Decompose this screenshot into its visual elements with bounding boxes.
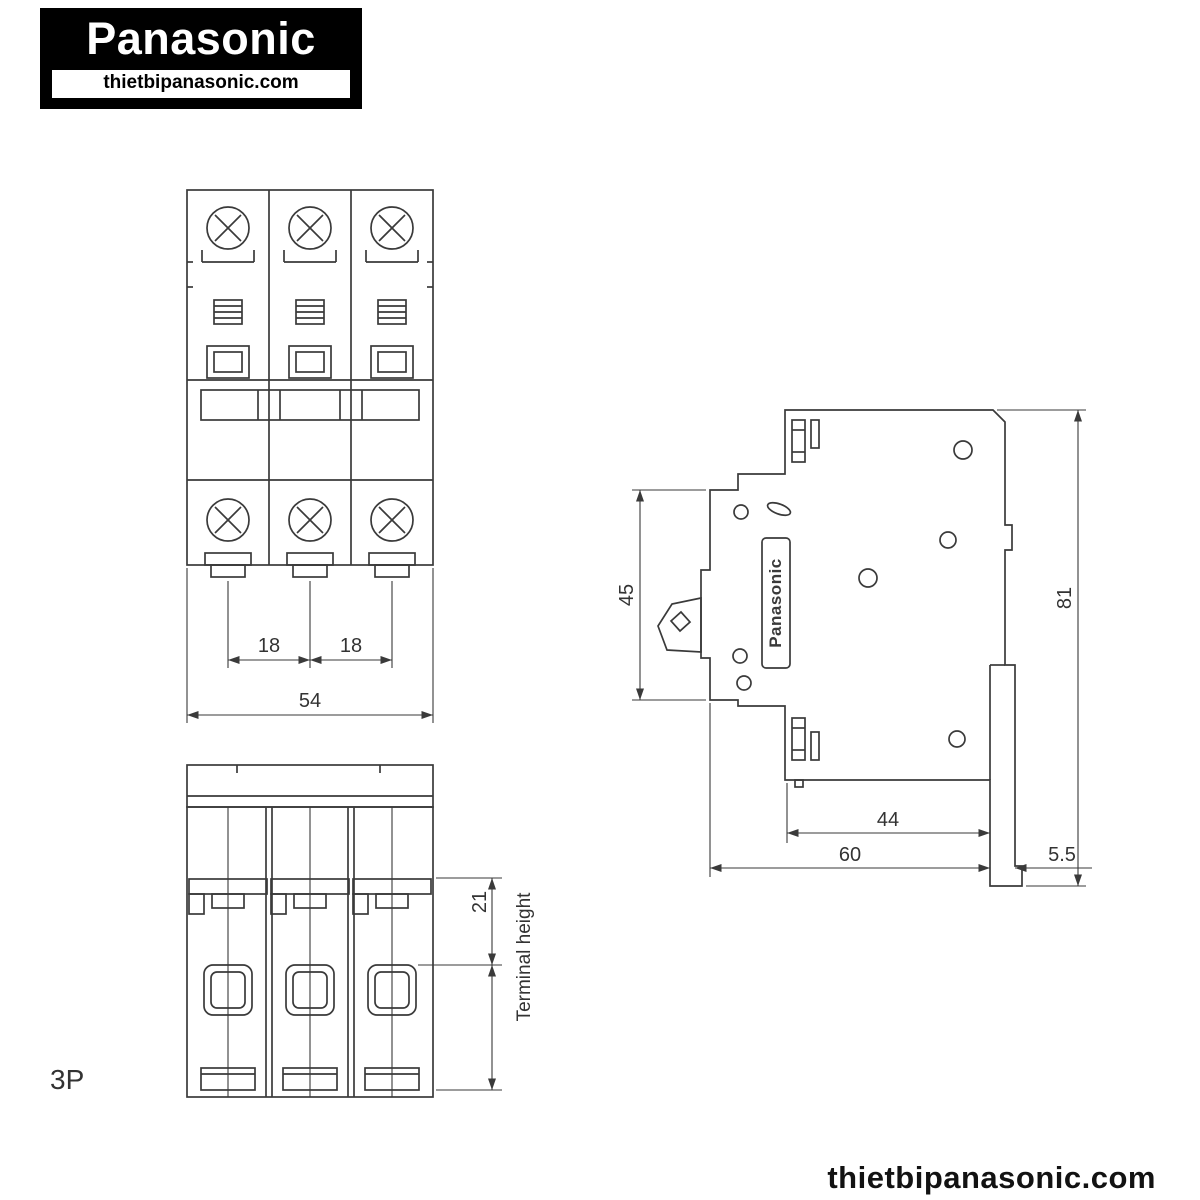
brand-logo-website: thietbipanasonic.com — [52, 70, 350, 98]
variant-label: 3P — [50, 1064, 85, 1095]
bottom-pole-1 — [188, 807, 268, 1097]
footer-website: thietbipanasonic.com — [827, 1160, 1156, 1195]
dim-label-overall-height: 81 — [1054, 587, 1076, 609]
side-brand-text: Panasonic — [766, 558, 785, 648]
bottom-view — [186, 764, 434, 1098]
side-brand-plate — [761, 537, 791, 669]
brand-logo-text: Panasonic — [86, 13, 316, 64]
front-view — [186, 189, 434, 578]
dim-label-overall-width: 54 — [299, 690, 321, 712]
bottom-pole-3 — [352, 807, 432, 1097]
front-pole-2 — [283, 206, 337, 578]
front-pole-3 — [365, 206, 419, 578]
side-outline — [700, 409, 1023, 887]
front-dimensions: 18 18 54 — [186, 568, 434, 723]
dim-label-clip-offset: 5.5 — [1048, 844, 1076, 866]
dim-label-pole-pitch-a: 18 — [258, 635, 280, 657]
dim-label-terminal-height-value: 21 — [469, 891, 491, 913]
front-pole-1 — [201, 206, 255, 578]
dim-label-front-height: 45 — [616, 584, 638, 606]
bottom-dimensions: 21 Terminal height — [418, 877, 535, 1091]
dim-label-pole-pitch-b: 18 — [340, 635, 362, 657]
toggle-bar — [200, 389, 420, 421]
bottom-pole-2 — [270, 807, 350, 1097]
side-dimensions: 45 81 44 60 5.5 — [616, 409, 1092, 887]
dim-label-body-depth: 44 — [877, 809, 899, 831]
brand-logo: Panasonic thietbipanasonic.com — [40, 8, 362, 109]
rivet-holes — [732, 440, 973, 748]
dim-label-overall-depth: 60 — [839, 844, 861, 866]
toggle-lever — [657, 596, 702, 653]
dim-label-terminal-height: Terminal height — [514, 892, 535, 1022]
rail-guide-slots — [791, 419, 820, 788]
side-view — [657, 409, 1023, 887]
